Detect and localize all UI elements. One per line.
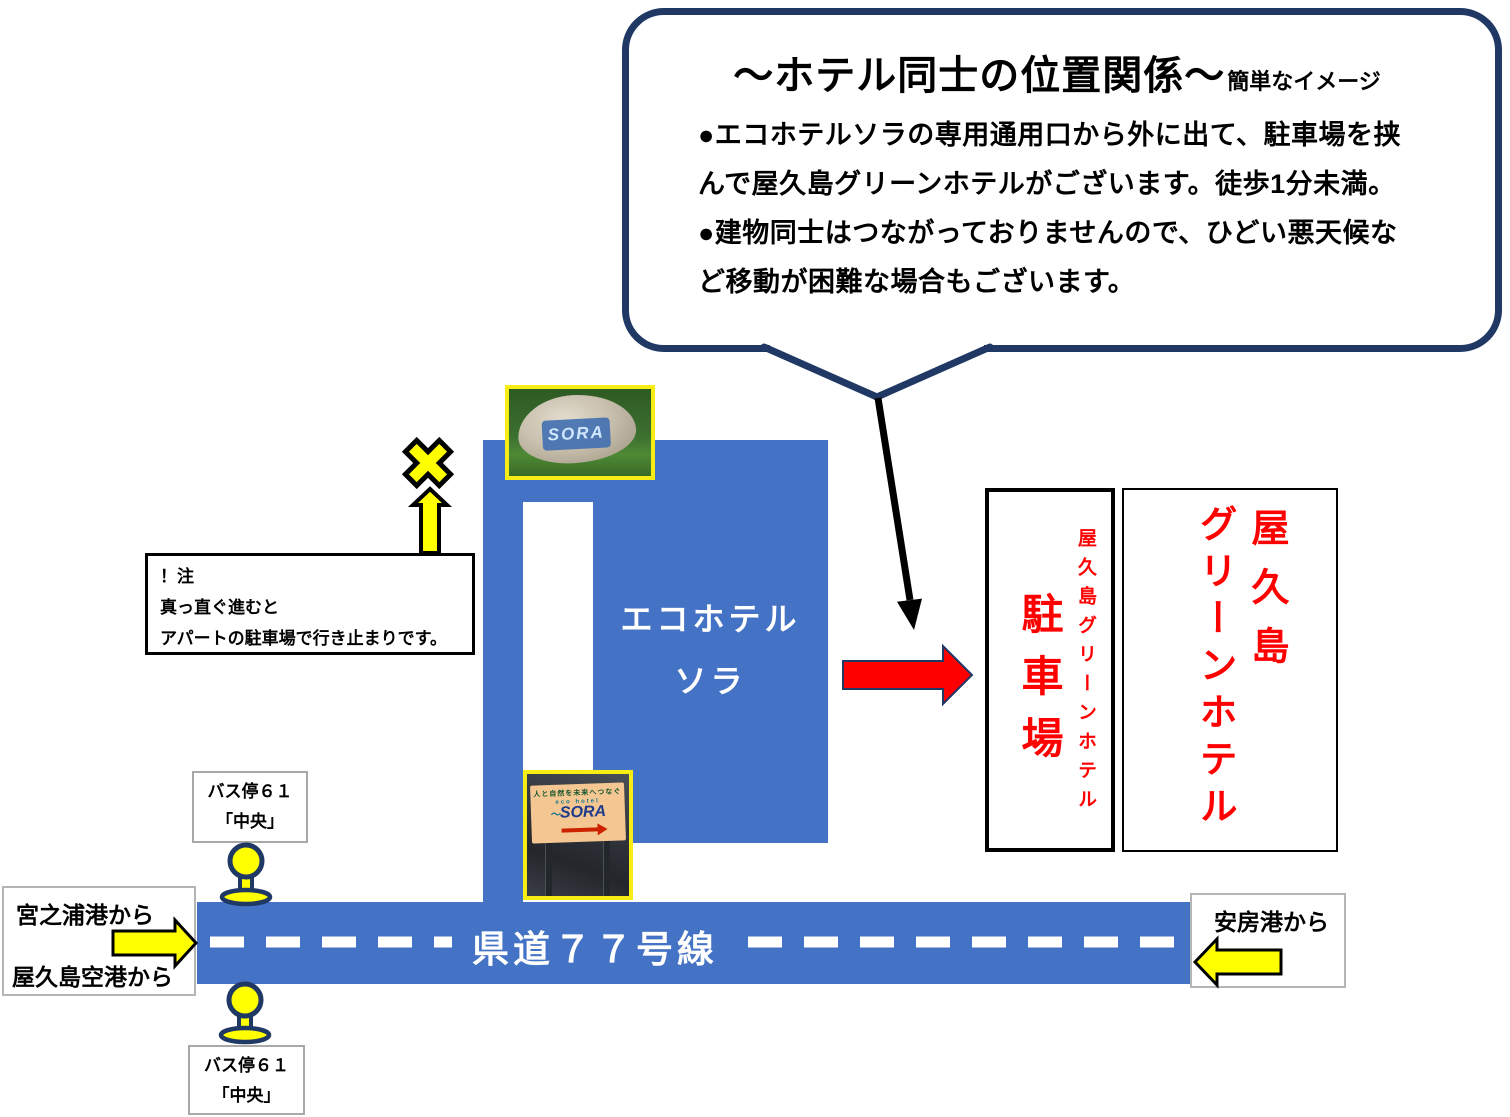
no-entry-x-icon [401, 436, 455, 490]
stone-rock: SORA [516, 391, 638, 467]
parking-lot-box: 駐車場 屋久島グリーンホテル [985, 488, 1115, 852]
red-arrow-to-parking [842, 643, 974, 707]
bus-stop-pin-south [218, 981, 272, 1045]
bubble-body: ●エコホテルソラの専用通用口から外に出て、駐車場を挟 んで屋久島グリーンホテルが… [698, 111, 1461, 307]
sign-wave: 〜 [549, 809, 561, 821]
bubble-line-1: ●エコホテルソラの専用通用口から外に出て、駐車場を挟 [698, 120, 1401, 150]
bubble-pointer-arrow [874, 397, 922, 630]
sign-pole-left [545, 834, 552, 896]
route-77-label: 県道７７号線 [472, 929, 718, 970]
bus-stop-name: バス停６１ [207, 782, 293, 801]
bubble-title-row: 〜ホテル同士の位置関係〜 簡単なイメージ [629, 43, 1485, 101]
eco-hotel-access-road [483, 440, 523, 902]
bubble-title-suffix: 簡単なイメージ [1227, 69, 1381, 94]
sign-red-arrow-icon [561, 823, 608, 836]
bus-stop-pin-north [219, 842, 273, 907]
note-line-1: ！注 [160, 567, 194, 586]
sign-pole-right [603, 834, 610, 896]
bus-stop-name: バス停６１ [204, 1056, 289, 1075]
dead-end-note-box: ！注 真っ直ぐ進むと アパートの駐車場で行き止まりです。 [145, 553, 475, 655]
green-hotel-label-col1: 屋久島 [1245, 508, 1287, 685]
bubble-line-3: ●建物同士はつながっておりませんので、ひどい悪天候な [698, 218, 1398, 248]
sora-roadside-sign-photo: 人と自然を未来へつなぐ eco hotel 〜SORA [523, 770, 633, 900]
bubble-tail [760, 343, 994, 401]
note-line-3: アパートの駐車場で行き止まりです。 [160, 629, 447, 648]
bus-stop-label-north: バス停６１ 「中央」 [192, 771, 308, 843]
origin-anbo: 安房港から [1214, 909, 1329, 935]
eco-hotel-label-line2: ソラ [674, 663, 747, 699]
origin-west-box: 宮之浦港から 屋久島空港から [2, 886, 196, 996]
parking-sublabel: 屋久島グリーンホテル [1075, 528, 1096, 818]
bubble-line-2: んで屋久島グリーンホテルがございます。徒歩1分未満。 [698, 169, 1396, 199]
origin-east-box: 安房港から [1190, 893, 1346, 988]
stone-plaque-text: SORA [547, 422, 606, 445]
bubble-title: 〜ホテル同士の位置関係〜 [733, 54, 1226, 98]
stone-sign-photo: SORA [505, 385, 655, 480]
green-hotel-box: 屋久島 グリーンホテル [1122, 488, 1338, 852]
bus-stop-subname: 「中央」 [212, 1086, 281, 1105]
note-line-2: 真っ直ぐ進むと [160, 598, 279, 617]
eco-hotel-label-line1: エコホテル [620, 601, 801, 637]
bus-stop-label-south: バス停６１ 「中央」 [188, 1045, 305, 1115]
bubble-line-4: ど移動が困難な場合もございます。 [698, 267, 1136, 297]
sign-board: 人と自然を未来へつなぐ eco hotel 〜SORA [530, 782, 626, 844]
stone-plaque: SORA [541, 417, 612, 451]
speech-bubble: 〜ホテル同士の位置関係〜 簡単なイメージ ●エコホテルソラの専用通用口から外に出… [622, 8, 1502, 352]
origin-miyanoura: 宮之浦港から [16, 902, 154, 928]
origin-airport: 屋久島空港から [12, 964, 173, 990]
green-hotel-label-col2: グリーンホテル [1193, 504, 1235, 833]
bus-stop-subname: 「中央」 [216, 812, 284, 831]
parking-label: 駐車場 [1016, 592, 1063, 778]
eco-hotel-label: エコホテル ソラ [593, 588, 828, 712]
sign-logo: SORA [559, 803, 607, 822]
up-arrow-icon [407, 486, 453, 555]
